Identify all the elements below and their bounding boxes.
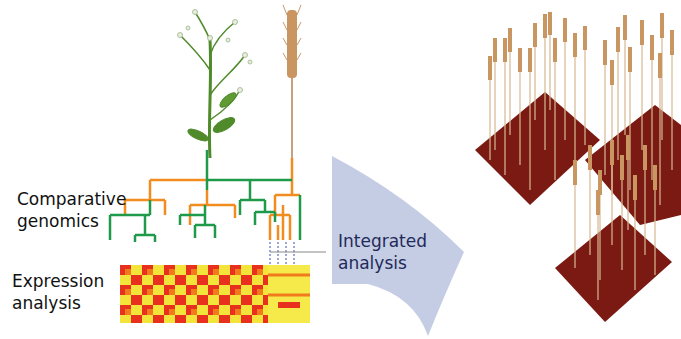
arabidopsis-plant <box>180 12 245 158</box>
section-label: Expression analysis <box>12 270 117 314</box>
tree-green <box>110 150 300 242</box>
heatmap <box>120 265 268 323</box>
section-label: Comparative genomics <box>17 188 122 232</box>
wheat-stalks <box>490 12 672 300</box>
flowers <box>178 10 253 93</box>
dotted-links <box>270 242 294 265</box>
arrow-label: Integrated analysis <box>338 230 438 274</box>
wheat-plant <box>283 5 301 158</box>
arrow-shape: Integrated analysis <box>328 156 466 338</box>
heatmap-highlight <box>268 265 310 323</box>
tree-orange <box>125 158 300 240</box>
field-plots <box>475 92 681 322</box>
leader-line <box>270 252 326 253</box>
